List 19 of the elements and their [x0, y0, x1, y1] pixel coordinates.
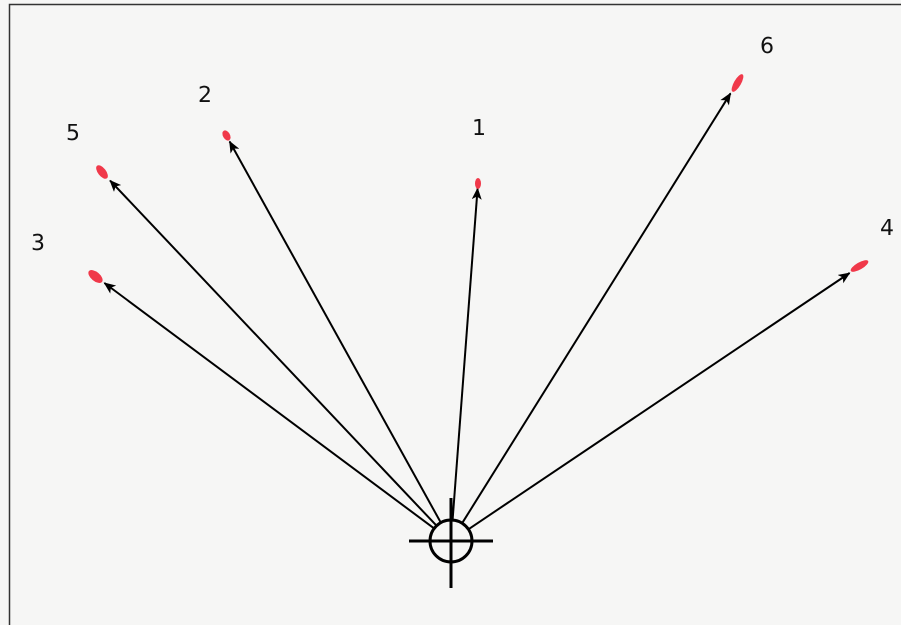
arrow — [228, 140, 442, 524]
arrow — [109, 180, 438, 526]
spot-number: 2 — [198, 85, 212, 107]
crosshair-target-icon — [409, 498, 493, 588]
laser-spot — [94, 163, 110, 181]
spot-number: 3 — [31, 233, 45, 255]
arrow — [452, 188, 482, 520]
arrow — [461, 92, 732, 524]
arrow — [104, 282, 435, 530]
spot-number: 1 — [472, 118, 486, 140]
laser-spot — [850, 258, 870, 274]
laser-spot — [728, 72, 746, 94]
laser-spot — [475, 178, 481, 188]
spot-number: 5 — [66, 123, 80, 145]
laser-spot — [86, 267, 104, 285]
arrow — [468, 272, 850, 530]
spot-number: 6 — [760, 36, 774, 58]
spot-number: 4 — [880, 218, 894, 240]
laser-spot — [220, 128, 232, 142]
